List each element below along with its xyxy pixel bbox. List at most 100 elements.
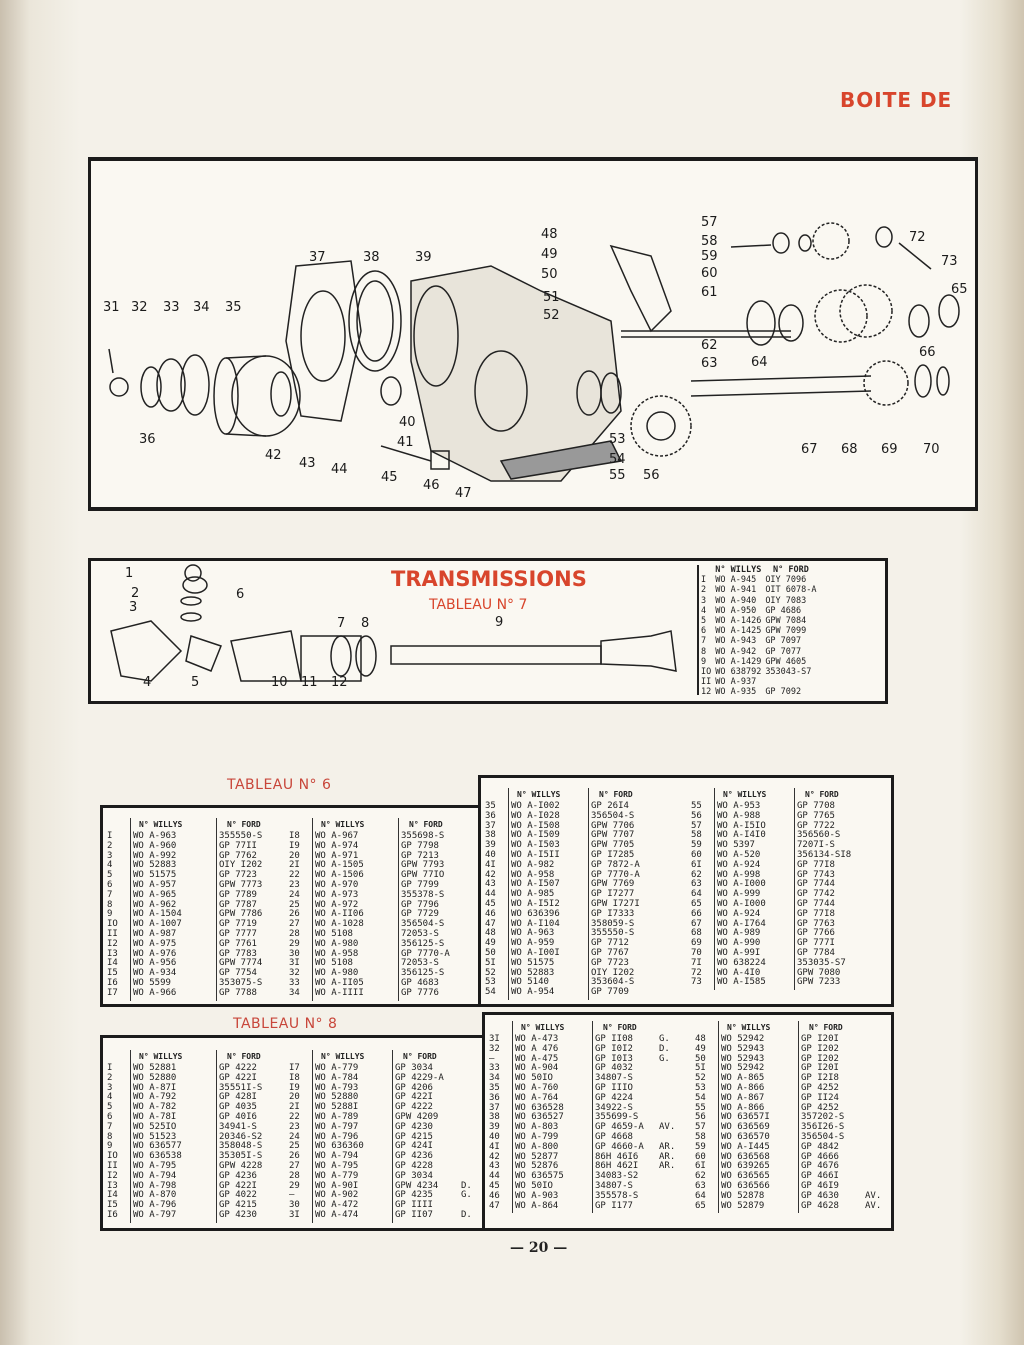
svg-text:43: 43 [299,456,316,471]
cell-number: I [701,575,707,586]
col-ford-header: N° FORD [599,790,633,799]
section-title: BOITE DE [840,88,953,112]
willys-column: WO A-779 WO A-784 WO A-793 WO 52880 WO 5… [315,1063,364,1220]
cell-ford [763,677,818,687]
cell-ford: GPW 7099 [765,626,807,637]
cell-ford: OIY 7083 [765,595,807,606]
cell-willys: WO A-945 [715,575,757,586]
cell-willys: WO A-941 [715,585,757,596]
svg-text:10: 10 [271,675,288,690]
svg-text:65: 65 [951,282,968,297]
cell-number: 4 [701,605,707,616]
cell-willys: WO A-943 [715,636,757,647]
cell-ford: OIY 7096 [765,575,807,586]
svg-text:44: 44 [331,462,348,477]
svg-text:34: 34 [193,300,210,315]
col-willys-header: N° WILLYS [139,1052,183,1061]
col-willys-header: N° WILLYS [321,1052,365,1061]
column-divider [312,1050,313,1223]
cell-number: 9 [701,656,707,667]
cell-ford: GP 7097 [765,636,802,647]
willys-column: WO A-473 WO A 476 WO A-475 WO A-904 WO 5… [515,1034,564,1211]
svg-text:33: 33 [163,300,180,315]
svg-text:68: 68 [841,442,858,457]
cell-willys: WO A-940 [715,595,757,606]
svg-text:47: 47 [455,486,472,501]
svg-text:52: 52 [543,308,560,323]
cell-ford: GPW 7084 [765,616,807,627]
col-ford-header: N° FORD [809,1023,843,1032]
svg-text:73: 73 [941,254,958,269]
svg-text:39: 39 [415,250,432,265]
svg-text:8: 8 [361,616,369,631]
number-column: I7 I8 I9 20 2I 22 23 24 25 26 27 28 29 —… [289,1063,300,1220]
transmissions-title: TRANSMISSIONS [391,567,587,591]
cell-number: 2 [701,585,707,596]
cell-number: 5 [701,616,707,627]
table-row: 2 WO A-941 OIT 6078-A [699,585,819,595]
col-willys-header: N° WILLYS [139,820,183,829]
svg-text:48: 48 [541,227,558,242]
svg-text:72: 72 [909,230,926,245]
svg-text:7: 7 [337,616,345,631]
svg-text:58: 58 [701,234,718,249]
svg-text:1: 1 [125,566,133,581]
cell-willys: WO A-942 [715,646,757,657]
svg-text:35: 35 [225,300,242,315]
cell-willys: WO A-1426 [715,616,762,627]
cell-willys: WO A-937 [715,677,757,688]
svg-text:49: 49 [541,247,558,262]
svg-text:60: 60 [701,266,718,281]
svg-text:70: 70 [923,442,940,457]
col-ford-header: N° FORD [409,820,443,829]
svg-text:55: 55 [609,468,626,483]
column-divider [312,818,313,1001]
cell-ford: OIT 6078-A [765,585,817,596]
cell-willys: WO A-1429 [715,656,762,667]
column-divider [512,1021,513,1214]
page-number: — 20 — [510,1240,568,1256]
cell-willys: WO 638792 [715,667,762,678]
column-divider [216,1050,217,1223]
table-row: I WO A-945 OIY 7096 [699,575,819,585]
ford-column: GP 4222 GP 422I 35551I-S GP 428I GP 4035… [219,1063,263,1220]
column-divider [714,788,715,991]
column-divider [398,818,399,1001]
svg-text:67: 67 [801,442,818,457]
willys-column: WO A-963 WO A-960 WO A-992 WO 52883 WO 5… [133,831,182,998]
willys-column: WO 52881 WO 52880 WO A-87I WO A-792 WO A… [133,1063,182,1220]
cell-number: 3 [701,595,707,606]
svg-text:56: 56 [643,468,660,483]
svg-text:12: 12 [331,675,348,690]
tableau-8-label: TABLEAU N° 8 [233,1016,338,1032]
willys-column: WO A-I002 WO A-I028 WO A-I508 WO A-I509 … [511,801,560,998]
cell-willys: WO A-950 [715,605,757,616]
svg-text:59: 59 [701,249,718,264]
cell-willys: WO A-1425 [715,626,762,637]
col-willys-header: N° WILLYS [715,565,762,575]
cell-ford: 353043-S7 [765,667,812,678]
willys-column: WO A-953 WO A-988 WO A-I5IO WO A-I4I0 WO… [717,801,766,988]
cell-ford: GPW 4605 [765,656,807,667]
number-column: I 2 3 4 5 6 7 8 9 IO II I2 I3 I4 I5 I6 [107,1063,118,1220]
svg-text:61: 61 [701,285,718,300]
svg-text:3: 3 [129,600,137,615]
column-divider [592,1021,593,1214]
svg-text:9: 9 [495,615,503,630]
col-willys-header: N° WILLYS [521,1023,565,1032]
column-divider [130,818,131,1001]
willys-column: WO A-967 WO A-974 WO A-971 WO A-1505 WO … [315,831,364,998]
col-ford-header: N° FORD [227,820,261,829]
svg-text:38: 38 [363,250,380,265]
column-divider [216,818,217,1001]
